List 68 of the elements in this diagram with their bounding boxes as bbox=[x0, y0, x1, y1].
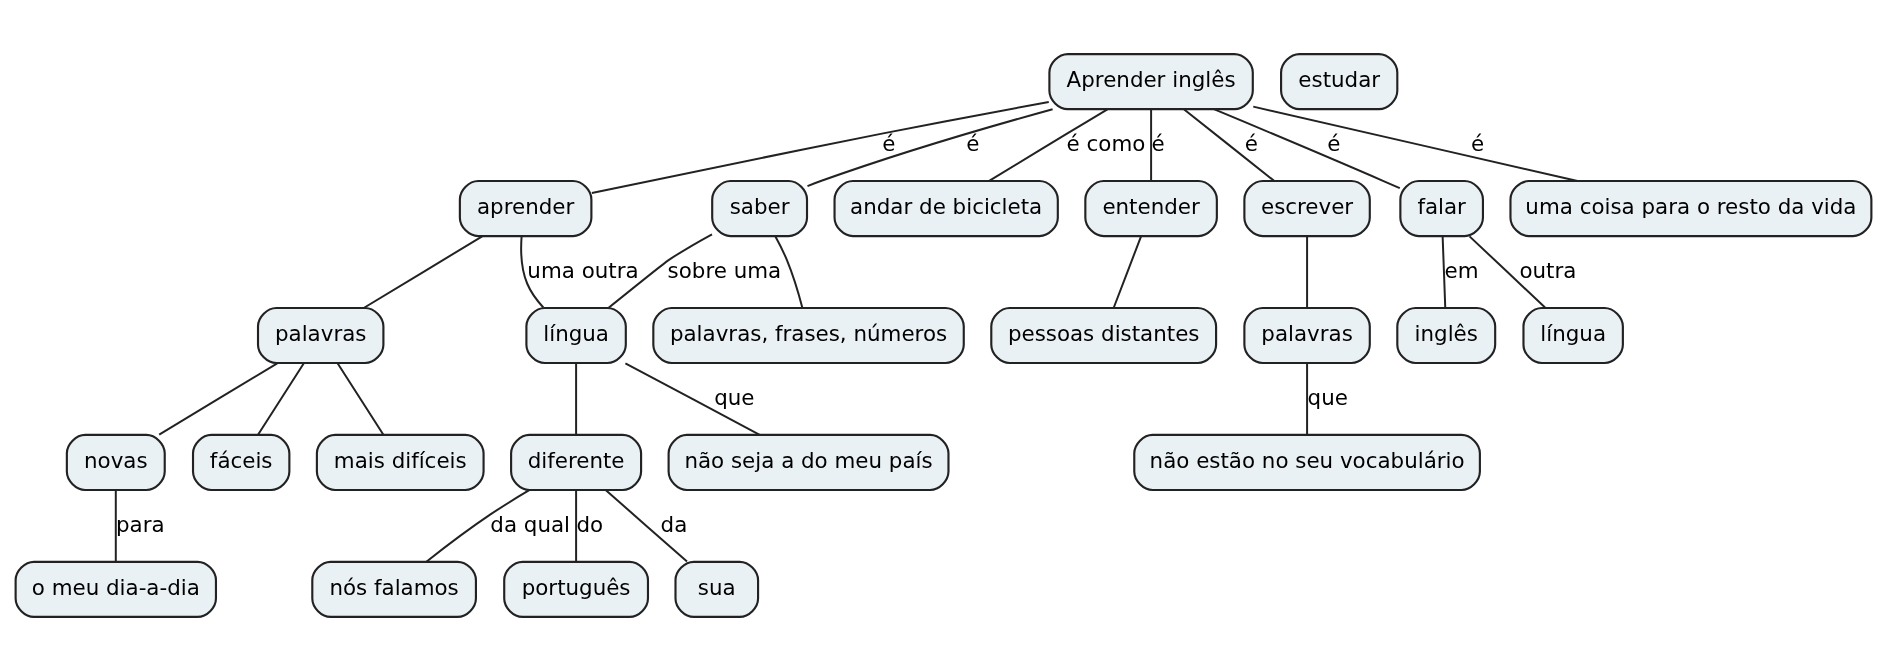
connector bbox=[1212, 107, 1401, 189]
connector bbox=[1252, 105, 1579, 182]
edge-label: da qual bbox=[490, 511, 571, 537]
connector bbox=[1468, 234, 1547, 309]
node-box: palavras bbox=[256, 306, 385, 364]
node-box: nós falamos bbox=[311, 560, 477, 618]
connector bbox=[624, 361, 761, 436]
edge-label: é bbox=[1471, 130, 1485, 156]
connector bbox=[425, 488, 531, 563]
connector bbox=[575, 361, 578, 436]
edge-label: da bbox=[660, 511, 688, 537]
node-box: palavras bbox=[1243, 306, 1371, 364]
edge-label: é bbox=[1151, 130, 1165, 156]
connector bbox=[114, 488, 117, 563]
node-box: andar de bicicleta bbox=[833, 179, 1059, 237]
node-box: escrever bbox=[1243, 179, 1371, 237]
node-box: português bbox=[503, 560, 650, 618]
node-box: aprender bbox=[458, 179, 593, 237]
connector bbox=[257, 361, 305, 436]
node-box: saber bbox=[711, 179, 809, 237]
connector bbox=[1112, 234, 1143, 309]
connector bbox=[336, 361, 385, 436]
node-box: pessoas distantes bbox=[990, 306, 1218, 364]
connector bbox=[607, 232, 713, 309]
node-box: falar bbox=[1399, 179, 1484, 237]
node-box: o meu dia-a-dia bbox=[14, 560, 218, 618]
connector bbox=[520, 234, 545, 308]
node-box: estudar bbox=[1280, 52, 1399, 110]
edge-label: em bbox=[1444, 257, 1479, 283]
edge-label: que bbox=[1307, 384, 1348, 410]
node-box: não seja a do meu país bbox=[667, 433, 950, 491]
connector bbox=[575, 488, 578, 563]
connector bbox=[1306, 361, 1309, 436]
connector bbox=[604, 488, 688, 563]
connector bbox=[363, 234, 484, 309]
node-box: palavras, frases, números bbox=[652, 306, 965, 364]
connector bbox=[1183, 107, 1276, 182]
edge-label: é bbox=[966, 130, 980, 156]
node-box: língua bbox=[525, 306, 627, 364]
node-box: diferente bbox=[510, 433, 643, 491]
node-box: fáceis bbox=[191, 433, 291, 491]
edge-label: é bbox=[1244, 130, 1258, 156]
connector bbox=[1150, 107, 1153, 182]
node-box: novas bbox=[65, 433, 166, 491]
connector bbox=[774, 234, 804, 309]
connector bbox=[806, 107, 1054, 187]
edge-label: uma outra bbox=[527, 257, 639, 283]
edge-label: é como bbox=[1066, 130, 1146, 156]
node-box: mais difíceis bbox=[315, 433, 485, 491]
connector bbox=[1441, 234, 1447, 309]
node-box: sua bbox=[674, 560, 760, 618]
node-box: inglês bbox=[1396, 306, 1497, 364]
connector bbox=[988, 107, 1109, 182]
edge-label: é bbox=[882, 130, 896, 156]
node-box: língua bbox=[1522, 306, 1624, 364]
edge-label: é bbox=[1327, 130, 1341, 156]
edge-label: outra bbox=[1519, 257, 1577, 283]
edge-label: do bbox=[576, 511, 604, 537]
edge-label: para bbox=[115, 511, 165, 537]
node-box: Aprender inglês bbox=[1048, 52, 1254, 110]
node-box: uma coisa para o resto da vida bbox=[1509, 179, 1873, 237]
node-box: não estão no seu vocabulário bbox=[1133, 433, 1481, 491]
edge-label: sobre uma bbox=[667, 257, 782, 283]
node-box: entender bbox=[1084, 179, 1218, 237]
connector bbox=[1306, 234, 1309, 309]
connector bbox=[158, 361, 279, 436]
edge-label: que bbox=[714, 384, 755, 410]
connector bbox=[590, 100, 1050, 194]
